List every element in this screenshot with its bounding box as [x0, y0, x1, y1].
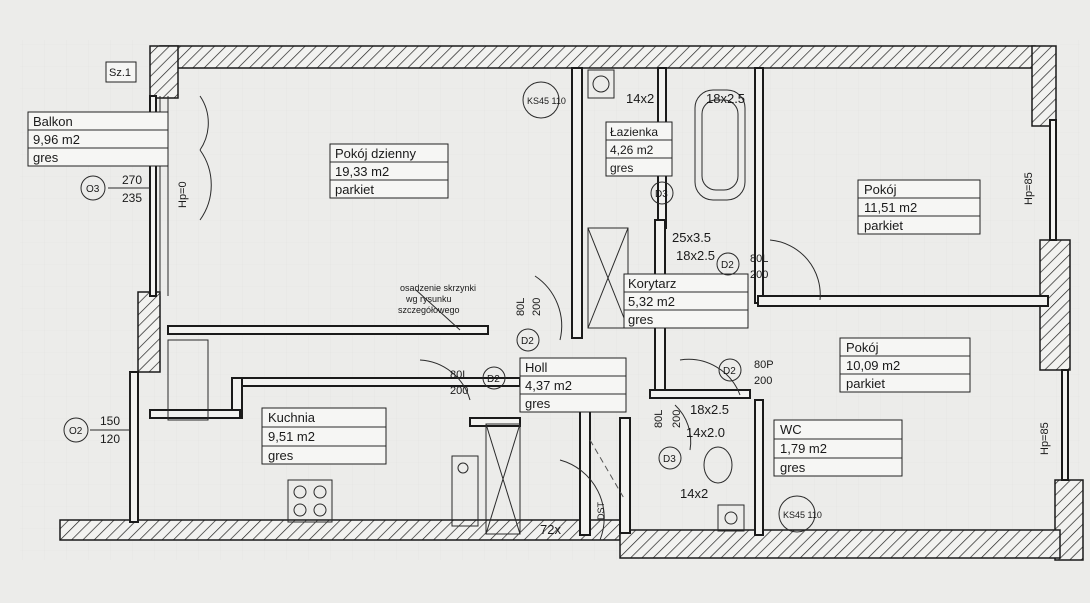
door-200-c: 200	[750, 269, 768, 281]
room-floor: gres	[628, 312, 654, 327]
sz1-box	[105, 61, 137, 83]
dim-14x2-low: 14x2	[680, 486, 708, 501]
window-o2-width: 150	[100, 414, 120, 428]
door-swings	[199, 95, 821, 541]
dim-18x25-mid: 18x2.5	[676, 248, 715, 263]
room-area: 9,96 m2	[33, 132, 80, 147]
room-name: WC	[780, 422, 802, 437]
door-d2-marker-c	[716, 252, 740, 276]
sz1-label: Sz.1	[109, 67, 131, 79]
ks45-top-circle	[522, 81, 560, 119]
room-area: 9,51 m2	[268, 429, 315, 444]
room-name: Łazienka	[610, 125, 658, 139]
door-80l-c: 80L	[750, 253, 768, 265]
room-area: 10,09 m2	[846, 358, 900, 373]
code-d2-a: D2	[521, 336, 534, 347]
door-200-e: 200	[671, 410, 683, 428]
door-d3-marker-b	[658, 446, 682, 470]
note-line-3: szczegółowego	[398, 305, 460, 315]
room-floor: gres	[525, 396, 551, 411]
room-wc: WC 1,79 m2 gres	[773, 419, 903, 477]
code-o2: O2	[69, 426, 83, 437]
hp85-bottom: Hp=85	[1039, 422, 1051, 455]
room-pokoj-2: Pokój 10,09 m2 parkiet	[839, 337, 971, 393]
door-200-b: 200	[450, 385, 468, 397]
room-area: 11,51 m2	[864, 200, 917, 215]
door-d2-marker-d	[718, 358, 742, 382]
window-o3-width: 270	[122, 173, 142, 187]
room-area: 19,33 m2	[335, 164, 389, 179]
room-korytarz: Korytarz 5,32 m2 gres	[623, 273, 749, 329]
dim-14x2-top: 14x2	[626, 91, 654, 106]
code-d2-d: D2	[723, 366, 736, 377]
dst-label: DST	[596, 501, 606, 520]
room-floor: gres	[610, 161, 633, 175]
hp0-label: Hp=0	[177, 181, 189, 208]
door-200-a: 200	[531, 298, 543, 316]
dim-18x25-top: 18x2.5	[706, 91, 745, 106]
ks45-bottom-circle	[778, 495, 816, 533]
ks45-bottom-label: KS45 110	[783, 510, 822, 520]
door-80l-e: 80L	[653, 410, 665, 428]
code-d3-a: D3	[655, 189, 668, 200]
outer-walls	[59, 45, 1084, 561]
code-o3: O3	[86, 184, 100, 195]
room-pokoj-dzienny: Pokój dzienny 19,33 m2 parkiet	[329, 143, 449, 199]
ks45-top-label: KS45 110	[527, 96, 566, 106]
hp85-top: Hp=85	[1023, 172, 1035, 205]
code-d3-b: D3	[663, 454, 676, 465]
room-floor: gres	[33, 150, 59, 165]
room-name: Pokój dzienny	[335, 146, 416, 161]
door-80p: 80P	[754, 359, 774, 371]
window-o3-marker	[80, 175, 106, 201]
room-area: 4,26 m2	[610, 143, 654, 157]
room-floor: parkiet	[864, 218, 903, 233]
window-o2-marker	[63, 417, 89, 443]
room-area: 1,79 m2	[780, 441, 827, 456]
door-d2-marker-a	[516, 328, 540, 352]
room-floor: gres	[780, 460, 806, 475]
room-area: 5,32 m2	[628, 294, 675, 309]
door-200-d: 200	[754, 375, 772, 387]
room-balkon: Balkon 9,96 m2 gres	[27, 111, 169, 167]
room-floor: parkiet	[846, 376, 885, 391]
room-name: Kuchnia	[268, 410, 316, 425]
door-d2-marker-b	[482, 366, 506, 390]
room-floor: parkiet	[335, 182, 374, 197]
window-o2-height: 120	[100, 432, 120, 446]
dim-72x: 72x	[540, 522, 561, 537]
room-name: Balkon	[33, 114, 73, 129]
door-80l-a: 80L	[515, 298, 527, 316]
room-name: Pokój	[846, 340, 879, 355]
room-name: Korytarz	[628, 276, 676, 291]
room-area: 4,37 m2	[525, 378, 572, 393]
room-kuchnia: Kuchnia 9,51 m2 gres	[261, 407, 387, 465]
room-holl: Holl 4,37 m2 gres	[519, 357, 627, 413]
code-d2-c: D2	[721, 260, 734, 271]
room-name: Holl	[525, 360, 548, 375]
dim-18x25-low: 18x2.5	[690, 402, 729, 417]
note-line-2: wg rysunku	[405, 294, 452, 304]
window-o3-height: 235	[122, 191, 142, 205]
room-lazienka: Łazienka 4,26 m2 gres	[605, 121, 673, 177]
dim-14x20: 14x2.0	[686, 425, 725, 440]
door-80l-b: 80L	[450, 369, 468, 381]
room-floor: gres	[268, 448, 294, 463]
door-d3-marker-a	[650, 181, 674, 205]
room-pokoj-1: Pokój 11,51 m2 parkiet	[857, 179, 981, 235]
room-name: Pokój	[864, 182, 897, 197]
note-line-1: osadzenie skrzynki	[400, 283, 476, 293]
dim-25x3: 25x3.5	[672, 230, 711, 245]
code-d2-b: D2	[487, 374, 500, 385]
